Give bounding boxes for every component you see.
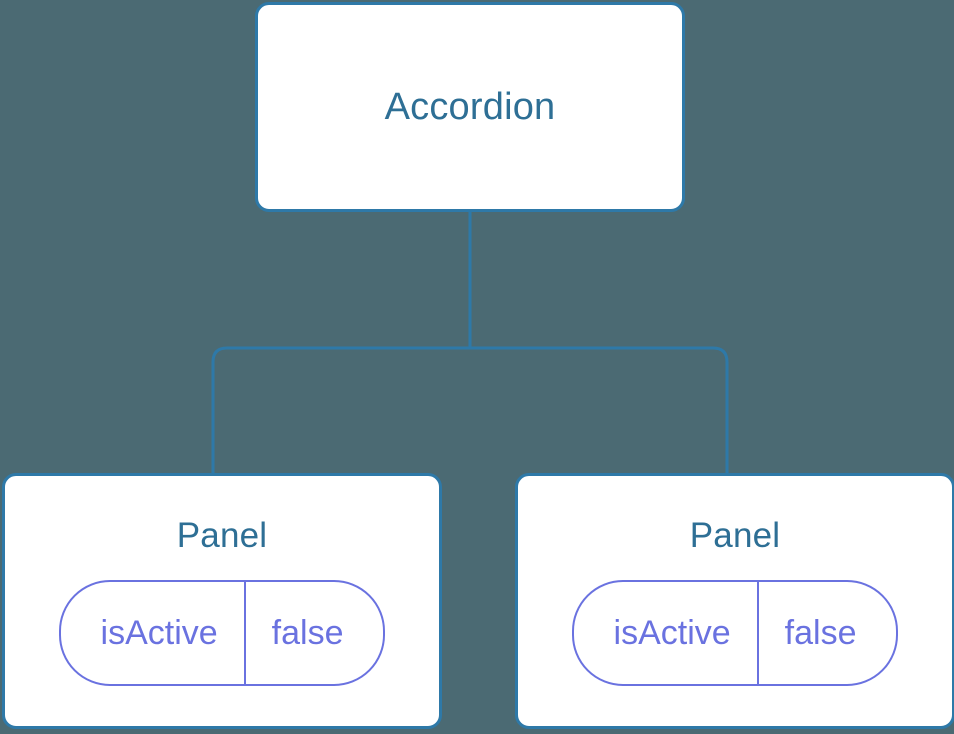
state-pill-panel-left[interactable]: isActive false: [58, 580, 386, 686]
state-key-is-active: isActive: [61, 582, 246, 684]
edge-accordion-to-panel-right: [470, 346, 729, 476]
node-accordion-title: Accordion: [384, 86, 556, 128]
node-panel-right[interactable]: Panel isActive false: [515, 473, 954, 729]
state-value-is-active: false: [271, 614, 344, 652]
state-pill-panel-right[interactable]: isActive false: [571, 580, 899, 686]
node-panel-left[interactable]: Panel isActive false: [2, 473, 442, 729]
state-key-is-active: isActive: [574, 582, 759, 684]
state-value-is-active: false: [784, 614, 857, 652]
edge-accordion-to-panel-left: [211, 346, 470, 476]
node-panel-left-title: Panel: [176, 516, 268, 555]
node-panel-right-title: Panel: [689, 516, 781, 555]
node-accordion[interactable]: Accordion: [255, 2, 685, 212]
